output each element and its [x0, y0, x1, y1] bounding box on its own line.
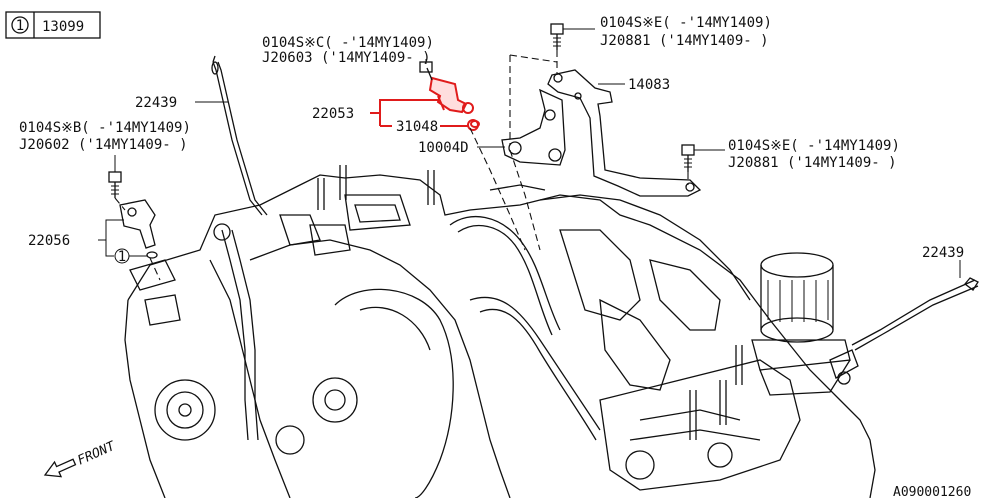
bolt-c-label-line2: J20603 ('14MY1409- ) — [262, 50, 431, 66]
part-10004d-label: 10004D — [418, 140, 469, 156]
engine-block-illustration — [124, 165, 876, 498]
bolt-e-top-label-line1: 0104S※E( -'14MY1409) — [600, 15, 772, 31]
assembly-dashed-lines — [114, 50, 689, 281]
reference-part-number: 13099 — [42, 19, 84, 35]
dipstick-right-illustration — [829, 277, 979, 385]
diagram-code-label: A090001260 — [893, 485, 971, 498]
reference-circle-number: 1 — [16, 18, 24, 34]
bolt-c-label-line1: 0104S※C( -'14MY1409) — [262, 35, 434, 51]
bolt-e-top-label-line2: J20881 ('14MY1409- ) — [600, 33, 769, 49]
oil-filter-illustration — [751, 252, 851, 396]
callout-labels: 0104S※C( -'14MY1409) J20603 ('14MY1409- … — [19, 15, 971, 498]
bolt-e-right-label-line2: J20881 ('14MY1409- ) — [728, 155, 897, 171]
bolt-b-label-line1: 0104S※B( -'14MY1409) — [19, 120, 191, 136]
circle-1-label: 1 — [118, 249, 126, 265]
leader-lines — [98, 28, 961, 278]
bracket-10004d-illustration — [501, 88, 566, 166]
dipstick-left-illustration — [211, 55, 268, 441]
part-22439-right-label: 22439 — [922, 245, 964, 261]
part-14083-label: 14083 — [628, 77, 670, 93]
front-arrow: FRONT — [43, 438, 118, 478]
bolt-e-right-label-line1: 0104S※E( -'14MY1409) — [728, 138, 900, 154]
bracket-14083-illustration — [547, 69, 702, 197]
part-22056-label: 22056 — [28, 233, 70, 249]
reference-box: 1 13099 — [5, 11, 101, 39]
part-31048-label: 31048 — [396, 119, 438, 135]
part-22439-left-label: 22439 — [135, 95, 177, 111]
front-label: FRONT — [75, 438, 118, 468]
crank-sensor-22056-illustration — [119, 199, 158, 259]
bolt-b-label-line2: J20602 ('14MY1409- ) — [19, 137, 188, 153]
part-22053-label: 22053 — [312, 106, 354, 122]
